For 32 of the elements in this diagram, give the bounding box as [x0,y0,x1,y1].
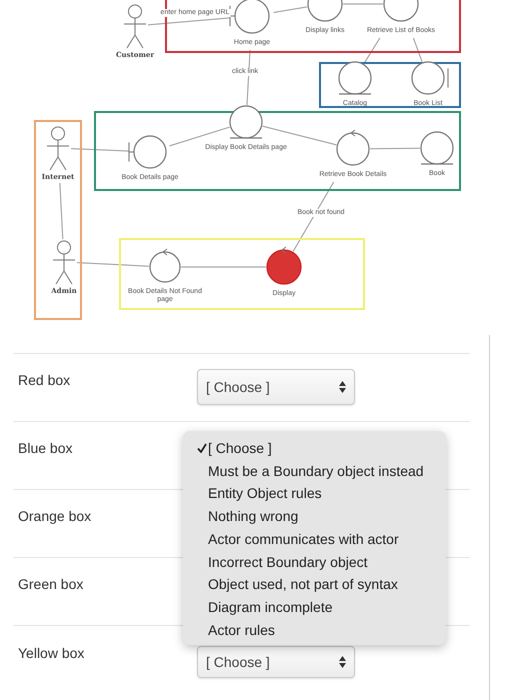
connector-line [169,126,230,146]
row-label: Red box [18,372,70,388]
menu-option: Diagram incomplete [208,598,332,616]
menu-option: Incorrect Boundary object [208,552,368,570]
menu-option: Entity Object rules [208,484,322,502]
menu-option: Must be a Boundary object instead [208,462,424,480]
choose-select: [ Choose ] [197,646,355,678]
connector-line [262,126,338,146]
connector-line [273,6,308,13]
connector-line [412,38,423,62]
row-label: Orange box [18,508,92,524]
connector-line [76,262,150,267]
connector-line [180,266,266,268]
connector-line [363,38,380,64]
connector-line [59,182,64,240]
row-label: Blue box [18,440,72,456]
menu-option: [ Choose ] [208,439,272,457]
menu-option: Object used, not part of syntax [208,575,398,594]
group-frame [119,238,365,310]
row-label: Yellow box [18,645,84,661]
menu-option: Nothing wrong [208,507,298,526]
menu-option: Actor rules [208,620,275,639]
connector-line [292,182,334,252]
connector-line [147,17,231,26]
connector-line [246,50,251,106]
row-label: Green box [18,576,84,592]
connector-line [70,148,130,152]
menu-option: Actor communicates with actor [208,530,399,548]
connector-line [370,148,420,150]
group-frame [34,120,82,320]
choose-select: [ Choose ] [197,369,355,405]
group-frame [319,62,461,108]
